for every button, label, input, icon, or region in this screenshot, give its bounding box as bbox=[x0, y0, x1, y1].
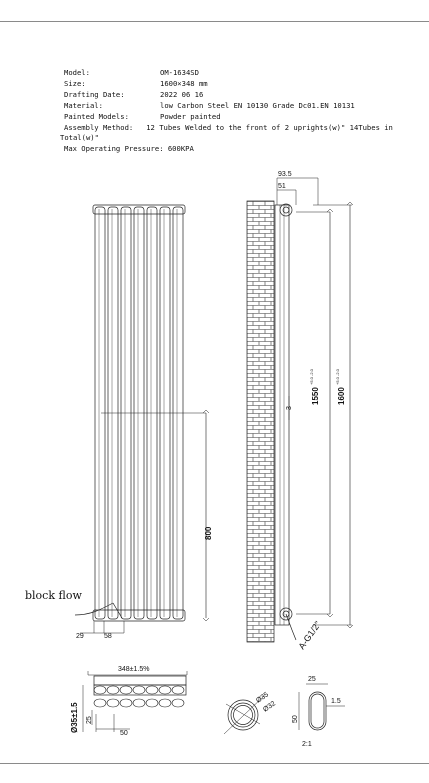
plan-section bbox=[82, 671, 188, 732]
dim-tube-depth: Ø35±1.5 bbox=[70, 702, 79, 733]
dim-thread: A-G1/2" bbox=[296, 619, 322, 651]
side-elevation: 93.5 51 3 1550 +5.0 -2.0 1600 +5.0 -2.0 … bbox=[246, 171, 354, 651]
spec-model: Model:OM-1634SD bbox=[64, 68, 199, 77]
spec-max-pressure: Max Operating Pressure: 600KPA bbox=[64, 144, 194, 154]
block-flow-label: block flow bbox=[25, 589, 82, 602]
spec-size: Size:1600×348 mm bbox=[64, 78, 208, 88]
dim-width: 348±1.5% bbox=[118, 666, 149, 673]
dim-dia-outer: Ø35 bbox=[255, 691, 270, 704]
dim-oval-wall: 1.5 bbox=[331, 698, 341, 705]
detail-scale: 2:1 bbox=[302, 741, 312, 748]
top-rule bbox=[0, 21, 429, 22]
spec-material: Material:low Carbon Steel EN 10130 Grade… bbox=[64, 100, 355, 110]
dim-gap: 3 bbox=[286, 406, 293, 410]
tube-profile-detail bbox=[223, 683, 345, 735]
bottom-rule bbox=[0, 763, 429, 764]
spec-block: Model:OM-1634SD Size:1600×348 mm Draftin… bbox=[60, 68, 424, 155]
dim-top-depth: 93.5 bbox=[278, 171, 292, 178]
dim-height-tolerance: +5.0 -2.0 bbox=[335, 368, 340, 385]
dim-height: 1600 bbox=[337, 387, 346, 405]
dim-centres: 1550 bbox=[311, 387, 320, 405]
spec-drafting-date: Drafting Date:2022 06 16 bbox=[64, 89, 204, 99]
dim-valve-height: 800 bbox=[204, 526, 213, 540]
dim-bottom-left: 29 bbox=[76, 633, 84, 640]
dim-tube-pitch: 50 bbox=[120, 730, 128, 737]
dim-top-offset: 51 bbox=[278, 183, 286, 190]
dim-dia-inner: Ø32 bbox=[262, 700, 277, 713]
dim-centres-tolerance: +5.0 -2.0 bbox=[309, 368, 314, 385]
dim-oval-height: 50 bbox=[292, 715, 299, 723]
dim-oval-top: 25 bbox=[308, 676, 316, 683]
dim-bottom-right: 58 bbox=[104, 633, 112, 640]
dim-tube-height: 25 bbox=[86, 716, 93, 724]
front-elevation bbox=[74, 204, 210, 634]
spec-assembly-method: Assembly Method: 12 Tubes Welded to the … bbox=[60, 122, 393, 143]
spec-painted-models: Painted Models:Powder painted bbox=[64, 111, 221, 121]
